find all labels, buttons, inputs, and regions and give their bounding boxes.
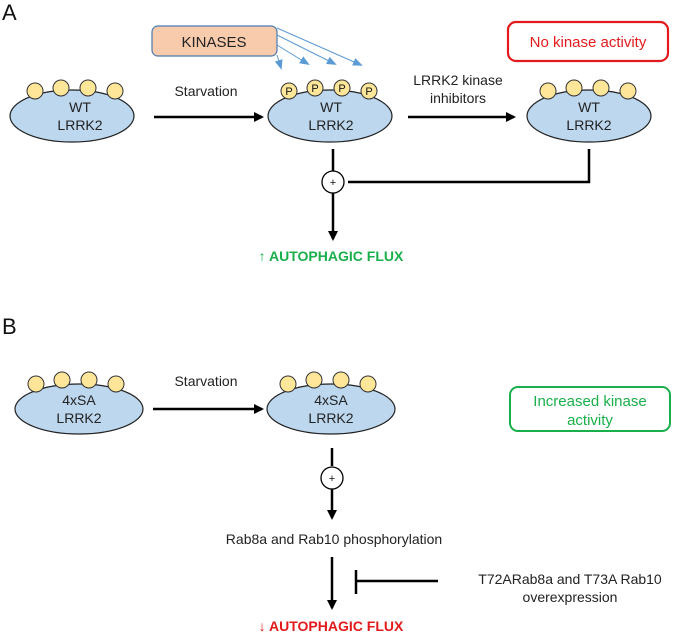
protein-name: WT [69,99,91,115]
protein-name: WT [578,99,600,115]
kinase-arrow-4 [276,27,363,66]
kinase-arrow-1 [274,54,283,70]
plus-symbol: + [330,177,336,189]
no-kinase-activity-box: No kinase activity [506,20,670,63]
panel-a-label: A [2,0,17,25]
protein-name: LRRK2 [566,117,611,133]
inhibitor-text-line2: overexpression [523,589,618,605]
junction-b: + [320,448,344,520]
phospho-label: P [338,83,345,95]
inhibitor-label-line1: LRRK2 kinase [413,72,503,88]
inhibitor-text-line1: T72ARab8a and T73A Rab10 [478,571,662,587]
protein-name: LRRK2 [308,117,353,133]
phospho-label: P [365,86,372,98]
protein-4xsa-lrrk2-1: 4xSA LRRK2 [14,371,144,435]
protein-name: LRRK2 [57,117,102,133]
starvation-label-a: Starvation [174,83,237,99]
increased-activity-line1: Increased kinase [533,393,646,410]
protein-name: WT [320,99,342,115]
kinase-arrow-3 [276,34,337,65]
inhibition-bar [354,570,438,594]
rab-phosphorylation-label: Rab8a and Rab10 phosphorylation [226,531,442,547]
kinase-arrow-2 [276,44,310,66]
protein-wt-lrrk2-1: WT LRRK2 [9,79,135,143]
phospho-label: P [285,86,292,98]
protein-wt-lrrk2-3: WT LRRK2 [526,79,652,143]
protein-name: 4xSA [314,392,348,408]
kinases-box: KINASES [151,25,278,57]
increased-kinase-activity-box: Increased kinase activity [509,386,671,432]
autophagic-flux-down: ↓ AUTOPHAGIC FLUX [259,618,404,634]
no-kinase-activity-label: No kinase activity [530,34,647,51]
inhibitor-label-line2: inhibitors [430,90,486,106]
junction-a: + [321,149,591,241]
protein-wt-lrrk2-phosphorylated: P P P P WT LRRK2 [267,79,393,143]
protein-4xsa-lrrk2-2: 4xSA LRRK2 [266,371,396,435]
protein-name: LRRK2 [308,410,353,426]
starvation-label-b: Starvation [174,373,237,389]
autophagic-flux-up: ↑ AUTOPHAGIC FLUX [259,248,404,264]
increased-activity-line2: activity [567,412,613,429]
kinase-arrows [274,27,363,70]
kinases-label: KINASES [181,34,246,51]
protein-name: LRRK2 [56,410,101,426]
plus-symbol: + [329,473,335,485]
panel-b-label: B [2,314,17,339]
protein-name: 4xSA [62,392,96,408]
phospho-label: P [311,83,318,95]
